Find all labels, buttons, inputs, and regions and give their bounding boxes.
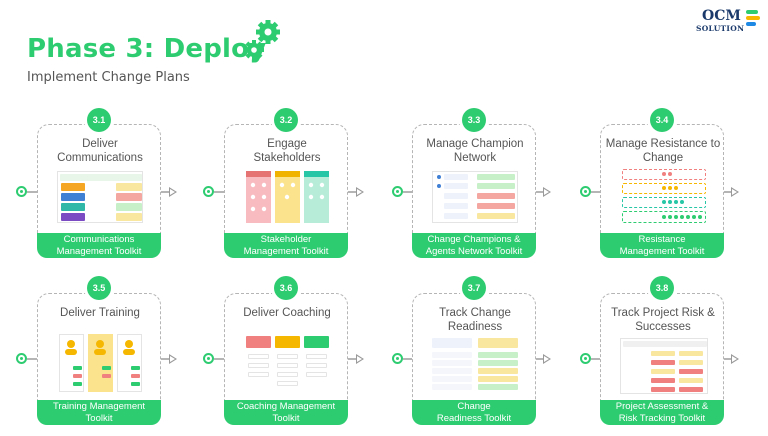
arrow-right-icon [543, 187, 551, 197]
connector-line [723, 191, 731, 193]
step-card-3-7[interactable]: Track Change Readiness Change Readiness … [412, 293, 536, 425]
stakeholders-thumbnail [244, 171, 330, 223]
resistance-thumbnail [620, 169, 708, 225]
page-title: Phase 3: Deploy [27, 34, 267, 64]
step-connector-dot [580, 353, 591, 364]
connector-line [214, 191, 226, 193]
step-connector-dot [392, 186, 403, 197]
step-number-badge: 3.2 [274, 108, 298, 132]
step-card-3-2[interactable]: Engage Stakeholders Stakeholder Manageme… [224, 124, 348, 258]
connector-line [591, 358, 601, 360]
step-title: Deliver Communications [57, 138, 143, 164]
arrow-right-icon [356, 354, 364, 364]
project-risk-thumbnail [620, 338, 708, 394]
step-connector-dot [203, 186, 214, 197]
step-card-3-6[interactable]: Deliver Coaching Coaching Management Too… [224, 293, 348, 425]
step-card-3-8[interactable]: Track Project Risk & Successes Project A… [600, 293, 724, 425]
logo-bars-icon [746, 10, 760, 30]
communications-thumbnail [57, 171, 143, 223]
logo-text: OCM [702, 8, 741, 24]
step-connector-dot [16, 186, 27, 197]
logo-subtext: SOLUTION [696, 24, 745, 33]
toolkit-link[interactable]: Project Assessment & Risk Tracking Toolk… [600, 400, 724, 425]
step-number-badge: 3.3 [462, 108, 486, 132]
arrow-right-icon [731, 187, 739, 197]
connector-line [348, 191, 356, 193]
toolkit-link[interactable]: Change Readiness Toolkit [412, 400, 536, 425]
step-card-3-3[interactable]: Manage Champion Network Change Champions… [412, 124, 536, 258]
step-card-3-4[interactable]: Manage Resistance to Change Resistance M… [600, 124, 724, 258]
toolkit-link[interactable]: Stakeholder Management Toolkit [224, 233, 348, 258]
connector-line [27, 358, 37, 360]
page-subtitle: Implement Change Plans [27, 70, 190, 85]
connector-line [161, 358, 169, 360]
champion-network-thumbnail [432, 171, 518, 223]
arrow-right-icon [169, 354, 177, 364]
step-title: Deliver Training [60, 307, 140, 319]
step-number-badge: 3.8 [650, 276, 674, 300]
step-title: Manage Resistance to Change [605, 138, 721, 164]
step-connector-dot [392, 353, 403, 364]
toolkit-link[interactable]: Coaching Management Toolkit [224, 400, 348, 425]
connector-line [403, 191, 413, 193]
training-thumbnail [57, 334, 143, 394]
step-title: Deliver Coaching [243, 307, 331, 319]
step-card-3-5[interactable]: Deliver Training Training Management Too… [37, 293, 161, 425]
change-readiness-thumbnail [432, 338, 518, 394]
toolkit-link[interactable]: Communications Management Toolkit [37, 233, 161, 258]
step-number-badge: 3.7 [462, 276, 486, 300]
step-number-badge: 3.4 [650, 108, 674, 132]
arrow-right-icon [543, 354, 551, 364]
step-title: Manage Champion Network [426, 138, 524, 164]
connector-line [723, 358, 731, 360]
coaching-thumbnail [244, 334, 330, 394]
connector-line [348, 358, 356, 360]
gears-icon [244, 20, 280, 60]
step-connector-dot [203, 353, 214, 364]
connector-line [535, 358, 543, 360]
arrow-right-icon [356, 187, 364, 197]
connector-line [214, 358, 226, 360]
toolkit-link[interactable]: Change Champions & Agents Network Toolki… [412, 233, 536, 258]
step-connector-dot [16, 353, 27, 364]
connector-line [403, 358, 413, 360]
step-number-badge: 3.6 [274, 276, 298, 300]
step-title: Track Change Readiness [439, 307, 511, 333]
connector-line [161, 191, 169, 193]
step-title: Engage Stakeholders [253, 138, 321, 164]
toolkit-link[interactable]: Training Management Toolkit [37, 400, 161, 425]
toolkit-link[interactable]: Resistance Management Toolkit [600, 233, 724, 258]
connector-line [591, 191, 601, 193]
step-number-badge: 3.5 [87, 276, 111, 300]
arrow-right-icon [731, 354, 739, 364]
arrow-right-icon [169, 187, 177, 197]
connector-line [535, 191, 543, 193]
ocm-solution-logo: OCM SOLUTION [696, 6, 766, 36]
connector-line [27, 191, 37, 193]
step-connector-dot [580, 186, 591, 197]
step-title: Track Project Risk & Successes [611, 307, 715, 333]
step-card-3-1[interactable]: Deliver Communications Communications Ma… [37, 124, 161, 258]
step-number-badge: 3.1 [87, 108, 111, 132]
